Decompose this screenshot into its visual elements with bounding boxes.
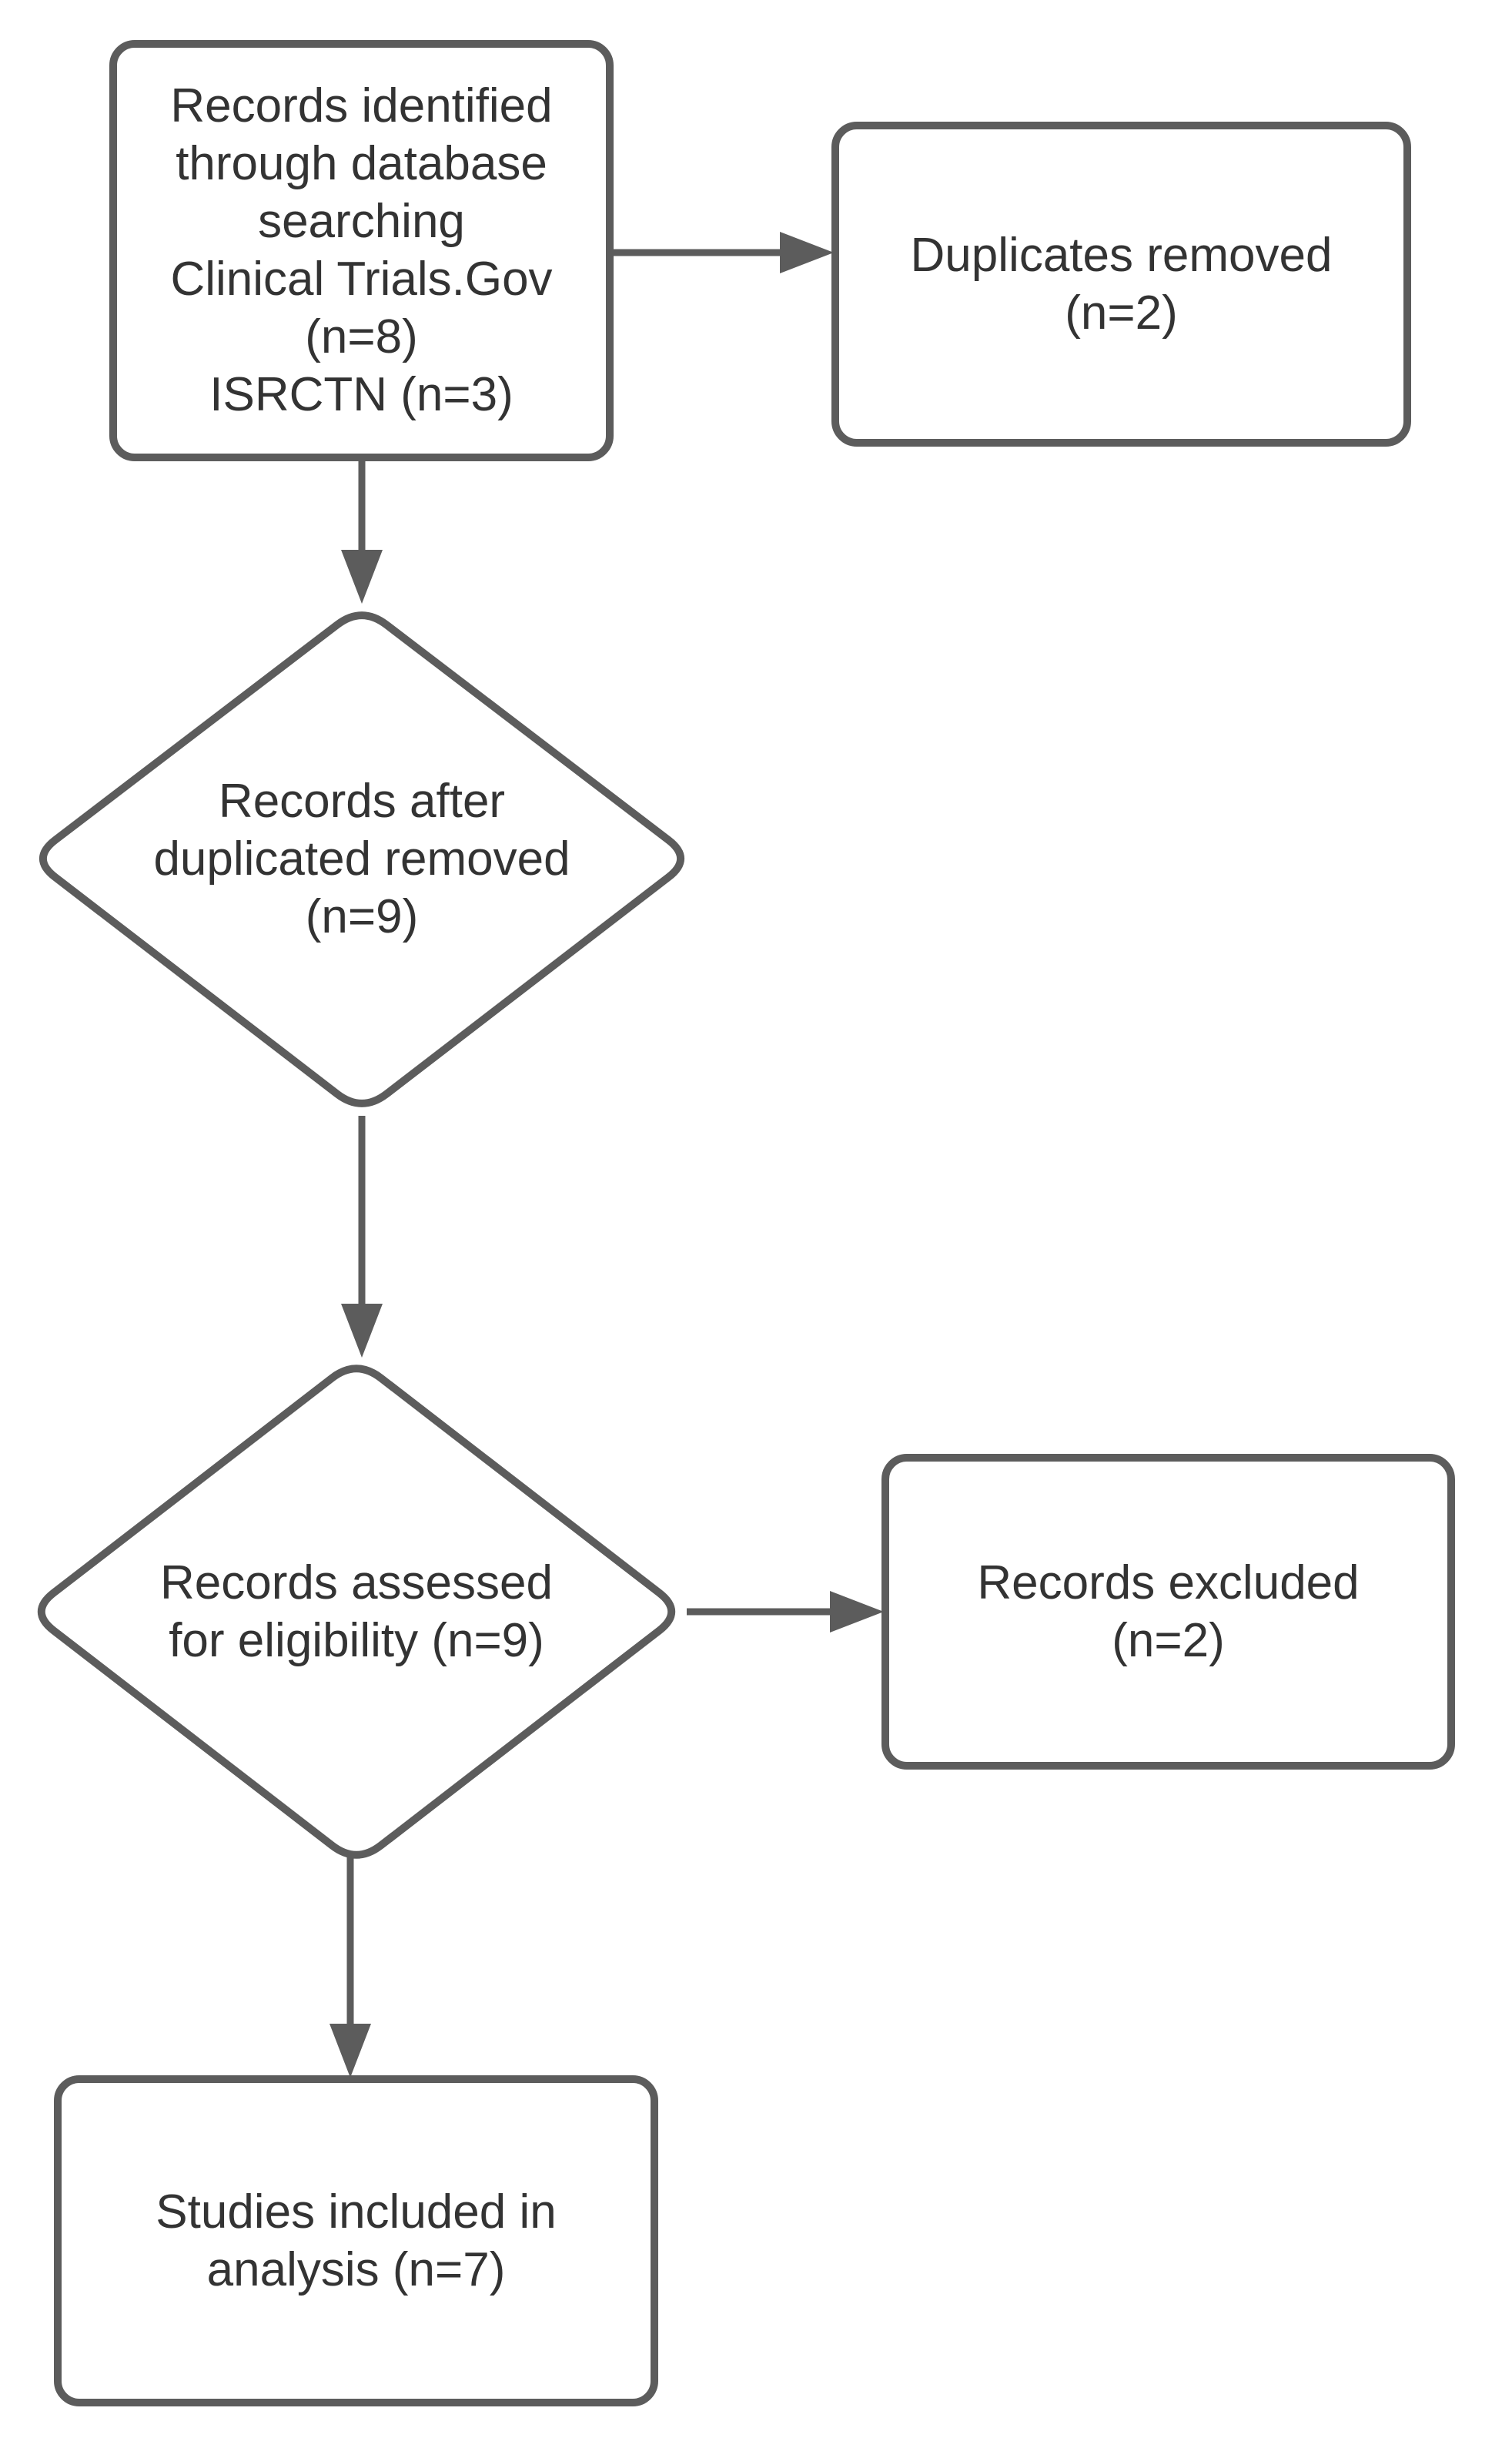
node-records-excluded-label: Records excluded (n=2): [977, 1556, 1360, 1667]
node-records-assessed-label: Records assessed for eligibility (n=9): [159, 1556, 554, 1667]
arrow-identified-to-duplicates: [611, 232, 834, 273]
arrowhead-icon: [329, 2024, 371, 2078]
node-records-excluded-shape: [881, 1454, 1455, 1770]
arrowhead-icon: [341, 550, 383, 604]
arrow-after-duplicates-to-assessed: [341, 1116, 383, 1358]
arrowhead-icon: [830, 1591, 884, 1633]
node-records-identified-label: Records identified through database sear…: [170, 79, 553, 421]
node-records-after-duplicates-shape: [39, 611, 684, 1107]
node-records-identified-shape: [109, 40, 614, 461]
node-studies-included-label: Studies included in analysis (n=7): [156, 2185, 557, 2296]
node-records-after-duplicates-label: Records after duplicated removed (n=9): [153, 775, 570, 943]
node-duplicates-removed-label: Duplicates removed (n=2): [910, 229, 1333, 340]
node-duplicates-removed-shape: [831, 122, 1411, 447]
arrowhead-icon: [780, 232, 834, 273]
arrow-assessed-to-excluded: [687, 1591, 884, 1633]
node-studies-included-shape: [54, 2075, 658, 2406]
arrow-identified-to-after-duplicates: [341, 461, 383, 604]
arrowhead-icon: [341, 1304, 383, 1358]
arrow-assessed-to-included: [329, 1847, 371, 2078]
node-records-assessed-shape: [37, 1365, 676, 1859]
